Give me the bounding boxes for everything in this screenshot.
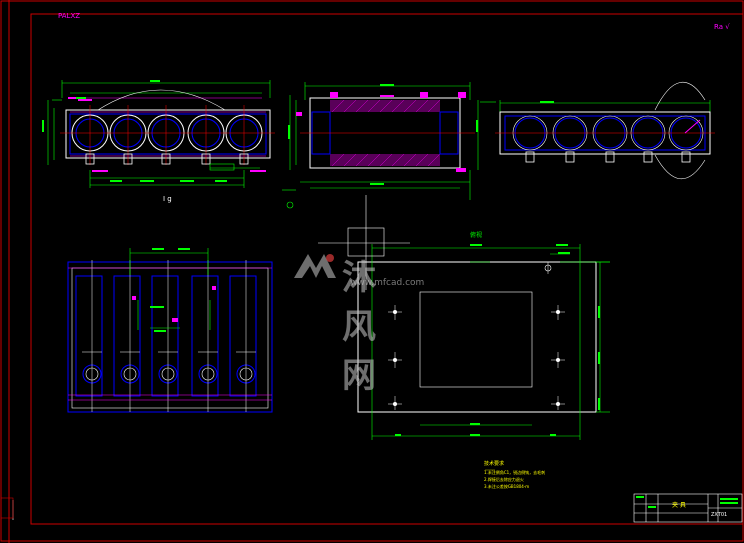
notes-block: 技术要求 1.未注倒角C1，锐边倒钝，去毛刺 2.焊接后去除应力退火 3.未注公… bbox=[484, 462, 545, 489]
top-view bbox=[67, 248, 273, 413]
side-view bbox=[495, 82, 715, 180]
note-line: 3.未注公差按GB1804-m bbox=[484, 484, 530, 489]
front-view bbox=[42, 80, 275, 188]
section-label: I g bbox=[163, 195, 172, 203]
title-block-fills bbox=[636, 496, 738, 508]
watermark: 沐风网 www.mfcad.com bbox=[290, 248, 424, 396]
plate-plan bbox=[318, 195, 610, 440]
note-line: 1.未注倒角C1，锐边倒钝，去毛刺 bbox=[484, 470, 546, 475]
watermark-logo-icon bbox=[294, 254, 336, 278]
margin-box bbox=[0, 497, 14, 519]
watermark-url: www.mfcad.com bbox=[350, 278, 425, 288]
top-right-mark: Ra √ bbox=[714, 23, 730, 31]
title-block-code: ZXT01 bbox=[711, 512, 728, 518]
top-left-label: PALXZ bbox=[58, 12, 81, 20]
notes-title: 技术要求 bbox=[484, 461, 505, 467]
plan-label: 俯视 bbox=[470, 232, 483, 239]
title-block-name: 夹 具 bbox=[672, 502, 686, 509]
inner-frame bbox=[30, 13, 744, 525]
note-line: 2.焊接后去除应力退火 bbox=[484, 477, 524, 482]
section-view bbox=[282, 82, 496, 209]
title-block bbox=[633, 493, 743, 523]
watermark-brand: 沐风网 bbox=[342, 258, 378, 396]
